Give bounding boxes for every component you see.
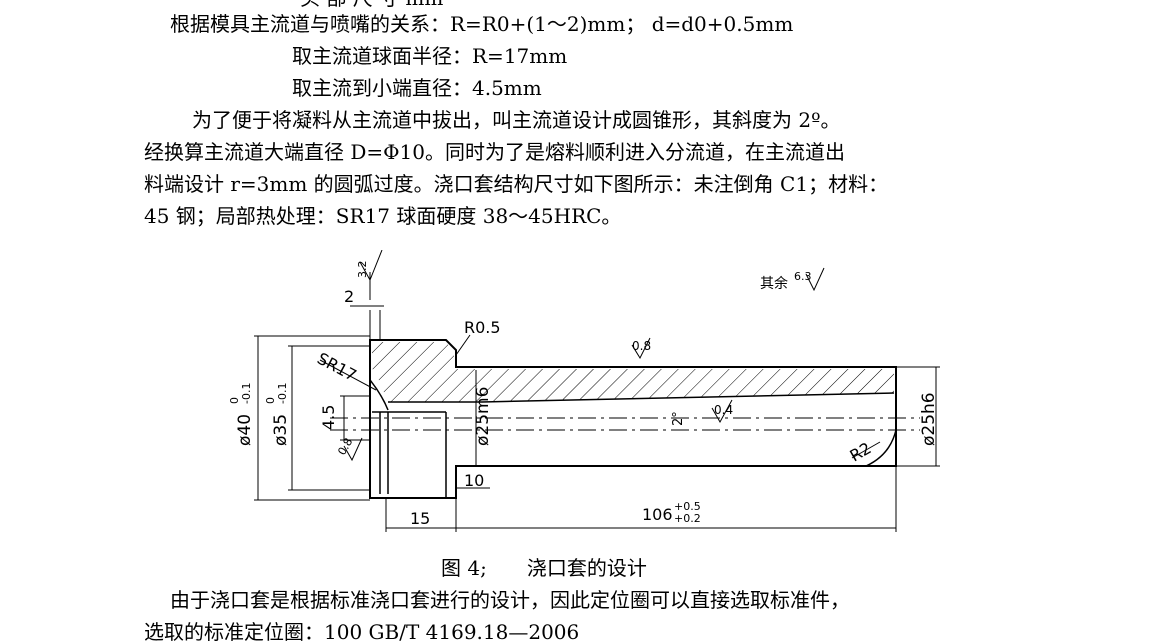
paragraph-line-1: 为了便于将凝料从主流道中拔出，叫主流道设计成圆锥形，其斜度为 2º。 xyxy=(192,108,841,132)
cut-off-text-line: 头 部 尺 寸 mm xyxy=(300,0,443,10)
roughness-3.2: 3.2 xyxy=(356,261,369,279)
dim-106-tol-dn: +0.2 xyxy=(674,512,701,525)
note-rest: 其余 xyxy=(760,275,788,292)
sphere-sr17: SR17 xyxy=(314,349,360,385)
paragraph-line-5: 由于浇口套是根据标准浇口套进行的设计，因此定位圈可以直接选取标准件， xyxy=(170,588,850,612)
paragraph-line-3: 料端设计 r=3mm 的圆弧过度。浇口套结构尺寸如下图所示：未注倒角 C1；材料… xyxy=(144,172,889,196)
head-outline xyxy=(369,339,897,499)
angle-2: 2° xyxy=(671,411,686,426)
radius-r2: R2 xyxy=(847,438,875,465)
paragraph-line-4: 45 钢；局部热处理：SR17 球面硬度 38～45HRC。 xyxy=(144,204,622,228)
sphere-radius-line: 取主流道球面半径：R=17mm xyxy=(292,44,568,68)
dia-25m6: ø25m6 xyxy=(473,387,493,446)
dia-4.5: 4.5 xyxy=(319,405,338,430)
figure-title: 浇口套的设计 xyxy=(526,556,647,580)
roughness-0.8b: 0.8 xyxy=(335,436,355,458)
paragraph-line-6: 选取的标准定位圈：100 GB/T 4169.18—2006 xyxy=(144,620,580,644)
dia-25h6: ø25h6 xyxy=(919,392,939,446)
dim-15: 15 xyxy=(410,509,430,528)
roughness-0.4: 0.4 xyxy=(714,403,733,417)
dia-35-tol-up: 0 xyxy=(264,397,277,404)
dia-40: ø40 xyxy=(235,414,255,446)
paragraph-line-2: 经换算主流道大端直径 D=Φ10。同时为了是熔料顺利进入分流道，在主流道出 xyxy=(144,140,845,164)
dim-106: 106 xyxy=(642,505,673,524)
dia-35: ø35 xyxy=(271,414,291,446)
dia-35-tol-dn: -0.1 xyxy=(276,383,289,404)
roughness-0.8: 0.8 xyxy=(632,339,651,353)
small-end-diameter-line: 取主流到小端直径：4.5mm xyxy=(292,76,542,100)
radius-r0.5: R0.5 xyxy=(464,318,501,337)
figure-number: 图 4; xyxy=(441,556,487,580)
dia-40-tol-dn: -0.1 xyxy=(240,383,253,404)
dia-40-tol-up: 0 xyxy=(228,397,241,404)
dim-106-tol-up: +0.5 xyxy=(674,500,701,513)
figure-caption: 图 4; 浇口套的设计 xyxy=(441,556,647,580)
relation-line: 根据模具主流道与喷嘴的关系：R=R0+(1～2)mm； d=d0+0.5mm xyxy=(170,12,794,36)
sprue-bushing-drawing: 2 3.2 其余 6.3 R0.5 0.8 SR17 ø40 0 -0.1 ø3… xyxy=(228,250,940,532)
roughness-6.3: 6.3 xyxy=(794,270,812,283)
hatch-upper xyxy=(372,342,894,402)
dim-2: 2 xyxy=(344,287,354,306)
dim-10: 10 xyxy=(464,471,484,490)
